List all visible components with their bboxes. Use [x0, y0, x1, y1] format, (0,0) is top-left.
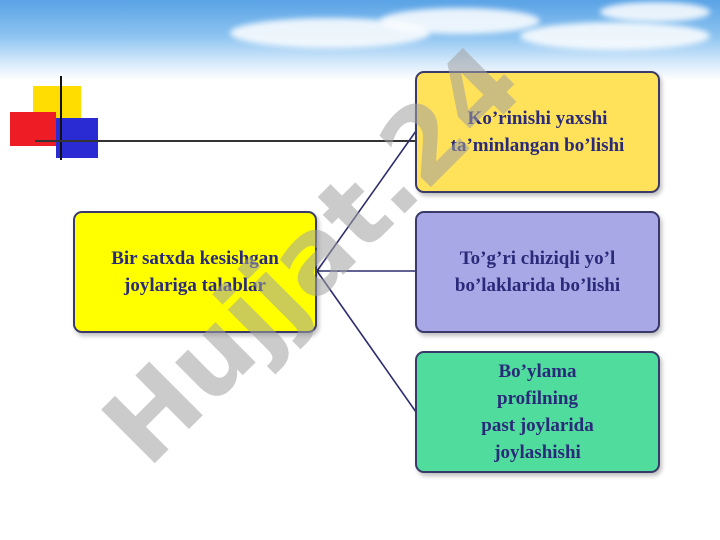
cloud [520, 22, 710, 50]
connector-to-child-1 [316, 130, 417, 272]
cloud [380, 8, 540, 34]
deco-blue-square [56, 118, 98, 158]
child-node-1: Ko’rinishi yaxshi ta’minlangan bo’lishi [415, 71, 660, 193]
child-node-2: To’g’ri chiziqli yo’l bo’laklarida bo’li… [415, 211, 660, 333]
connector-to-child-3 [316, 270, 417, 413]
cloud [600, 2, 710, 22]
sky-banner [0, 0, 720, 80]
child-node-1-label: Ko’rinishi yaxshi ta’minlangan bo’lishi [450, 108, 625, 156]
child-node-3: Bo’ylama profilning past joylarida joyla… [415, 351, 660, 473]
child-node-2-label: To’g’ri chiziqli yo’l bo’laklarida bo’li… [454, 248, 621, 296]
root-node: Bir satxda kesishgan joylariga talablar [73, 211, 317, 333]
deco-horizontal-line [35, 140, 415, 142]
child-node-3-label: Bo’ylama profilning past joylarida joyla… [481, 361, 594, 463]
deco-vertical-line [60, 76, 62, 160]
root-node-label: Bir satxda kesishgan joylariga talablar [111, 248, 279, 296]
